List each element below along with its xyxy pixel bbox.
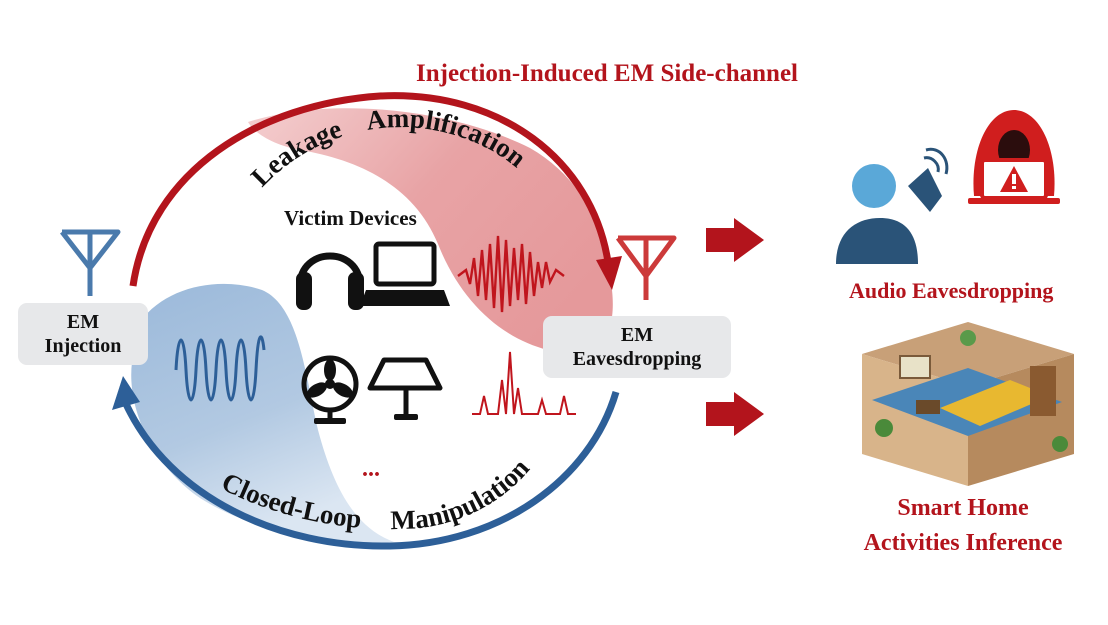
page-title: Injection-Induced EM Side-channel xyxy=(416,60,798,87)
red-arc-arrowhead xyxy=(596,256,622,290)
leakage-lobe xyxy=(248,108,613,354)
em-eavesdropping-line2: Eavesdropping xyxy=(572,348,702,370)
manipulation-label: Manipulation xyxy=(390,453,535,536)
right-arrow-icon xyxy=(706,218,764,262)
antenna-blue-icon xyxy=(60,229,121,296)
audio-wave-icon xyxy=(457,235,565,313)
hacker-icon xyxy=(968,110,1060,204)
smart-home-label: Smart Home Activities Inference xyxy=(840,491,1086,561)
antenna-red-icon xyxy=(615,235,677,300)
closed-loop-manipulation-arc xyxy=(122,391,620,550)
leakage-amplification-arc xyxy=(129,92,612,287)
lamp-icon xyxy=(367,357,443,420)
more-devices-ellipsis: ... xyxy=(362,456,380,482)
em-eavesdropping-box: EM Eavesdropping xyxy=(543,316,731,378)
sine-wave-icon xyxy=(174,335,266,402)
right-arrow-icon-2 xyxy=(706,392,764,436)
blue-arc-arrowhead xyxy=(112,376,140,410)
victim-devices-label: Victim Devices xyxy=(284,206,417,230)
smart-room-illustration xyxy=(862,322,1074,486)
audio-eavesdropping-label: Audio Eavesdropping xyxy=(849,278,1054,303)
smart-home-line1: Smart Home xyxy=(897,495,1029,521)
headphones-icon xyxy=(296,252,364,310)
em-injection-line1: EM xyxy=(66,311,100,333)
em-injection-box: EM Injection xyxy=(18,303,148,365)
em-eavesdropping-line1: EM xyxy=(620,324,654,346)
em-injection-line2: Injection xyxy=(44,335,122,357)
person-phone-icon xyxy=(836,147,949,264)
fan-icon xyxy=(301,355,359,424)
smart-home-line2: Activities Inference xyxy=(863,529,1063,556)
spectrum-icon xyxy=(472,351,576,415)
laptop-icon xyxy=(360,241,450,306)
